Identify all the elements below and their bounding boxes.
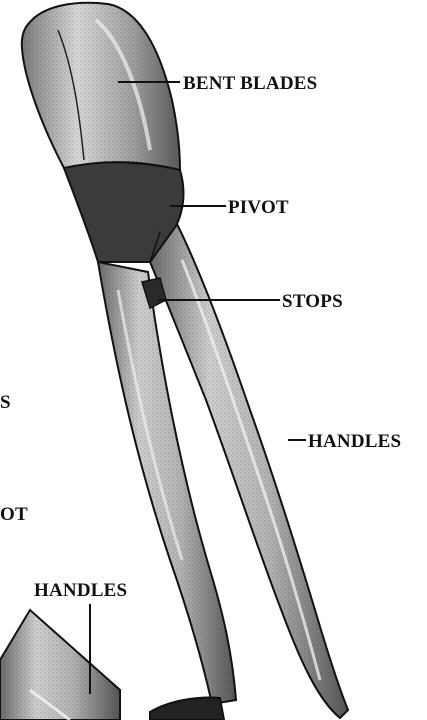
label-stops: STOPS [282, 291, 343, 312]
bent-blades [22, 3, 180, 170]
label-cropped-s: S [0, 392, 11, 413]
label-handles-bottom: HANDLES [34, 580, 127, 601]
label-handles-right: HANDLES [308, 431, 401, 452]
label-pivot: PIVOT [228, 197, 289, 218]
label-bent-blades: BENT BLADES [183, 73, 317, 94]
label-cropped-ot: OT [0, 504, 28, 525]
second-tool-partial [0, 610, 224, 720]
